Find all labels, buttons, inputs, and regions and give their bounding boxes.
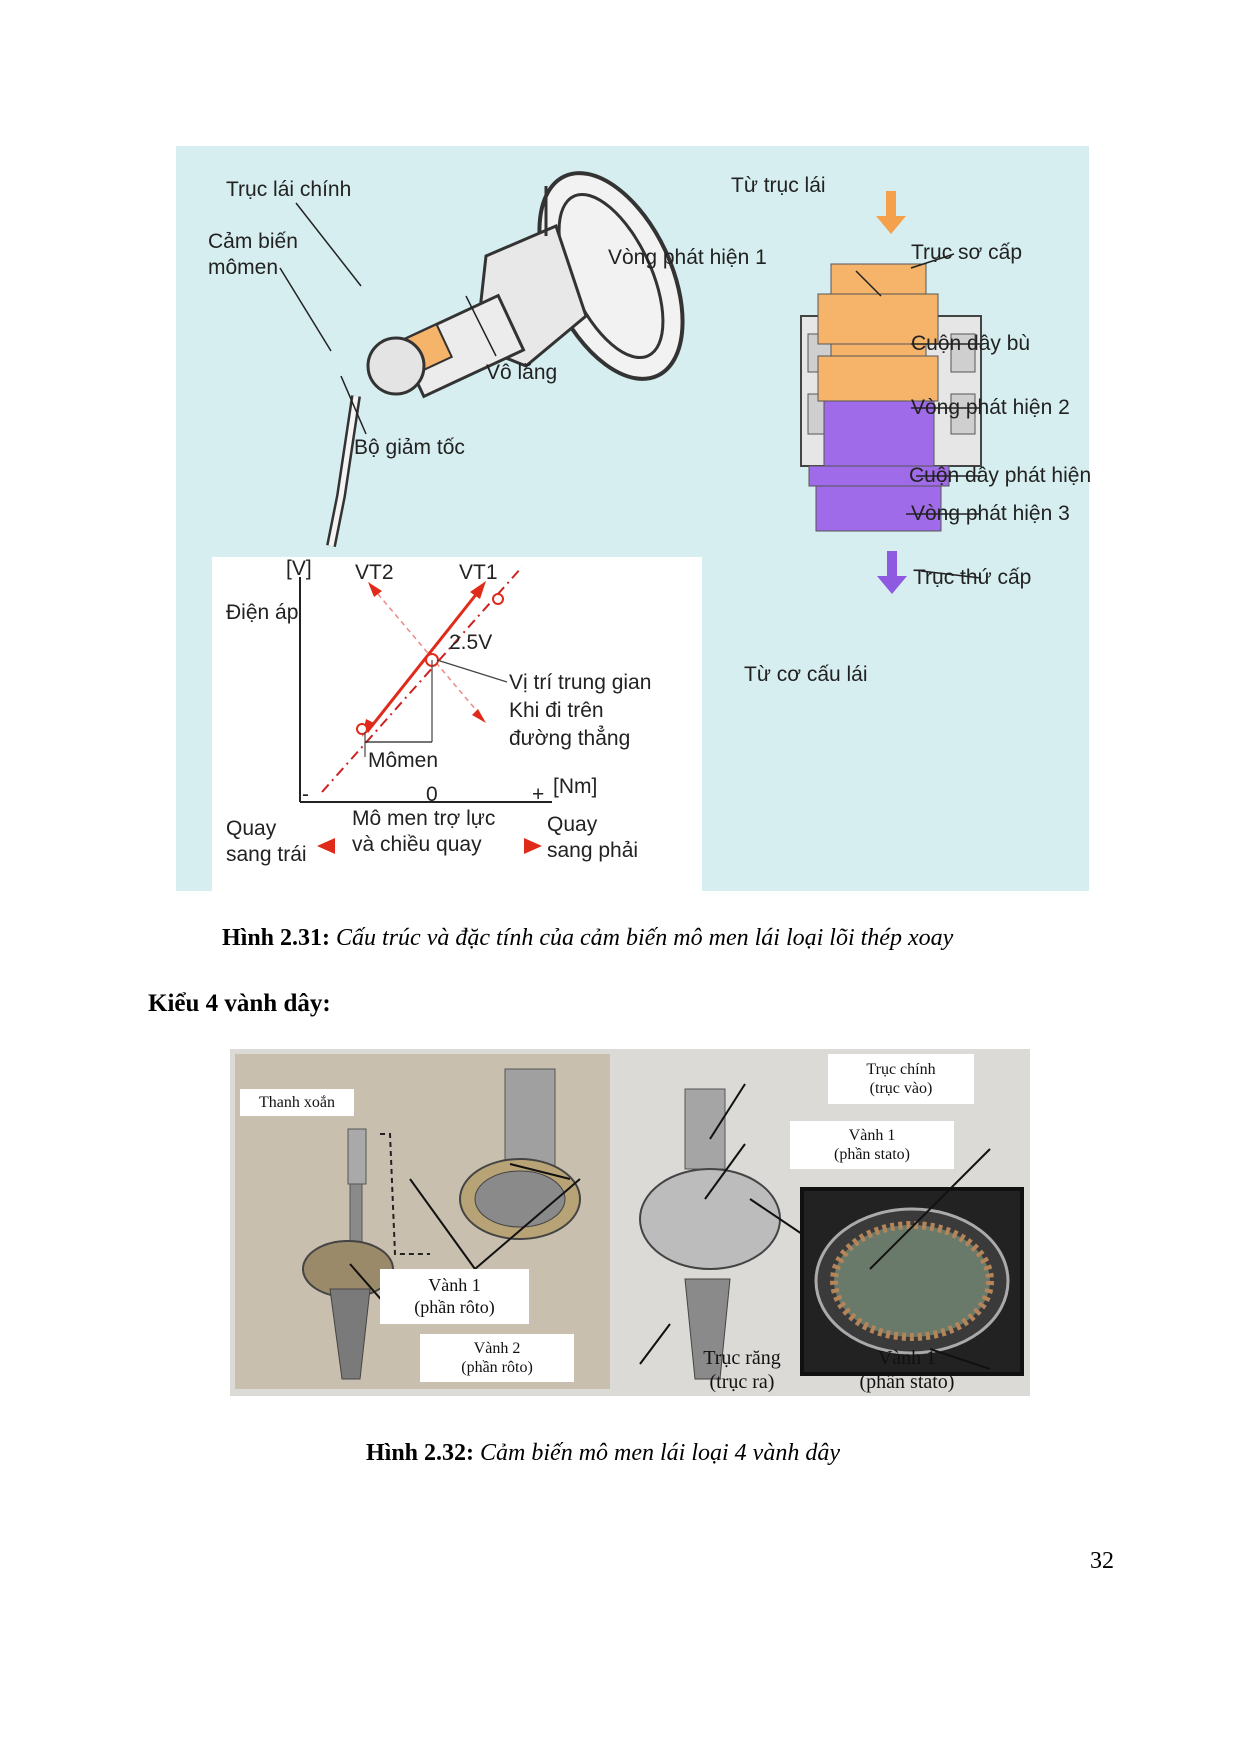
label-ring1-stator-b: Vành 1 (phần stato) bbox=[830, 1344, 984, 1396]
label-main-shaft-in-2: (trục vào) bbox=[869, 1080, 933, 1098]
graph-mid-voltage: 2.5V bbox=[449, 631, 493, 654]
caption-number: Hình 2.31: bbox=[222, 925, 331, 951]
figure-2-31: Trục lái chính Cảm biến mômen Vô lăng Bộ… bbox=[176, 146, 1092, 891]
label-detect-ring-2: Vòng phát hiện 2 bbox=[911, 396, 1070, 419]
label-torsion-bar: Thanh xoắn bbox=[240, 1089, 354, 1117]
label-ring2-rotor-2: (phần rôto) bbox=[461, 1359, 533, 1377]
label-ring1-stator: Vành 1 (phần stato) bbox=[790, 1121, 954, 1170]
label-detect-ring-3: Vòng phát hiện 3 bbox=[911, 502, 1070, 525]
graph-left-2: sang trái bbox=[226, 843, 307, 866]
steering-column-illustration bbox=[326, 171, 685, 547]
label-detect-ring-1: Vòng phát hiện 1 bbox=[608, 246, 767, 269]
graph-vt2: VT2 bbox=[355, 561, 394, 584]
graph-vt1: VT1 bbox=[459, 561, 498, 584]
graph-left-1: Quay bbox=[226, 817, 277, 840]
graph-neutral-1: Vị trí trung gian bbox=[509, 671, 652, 694]
label-ring2-rotor: Vành 2 (phần rôto) bbox=[420, 1334, 574, 1383]
label-torque-sensor: Cảm biến bbox=[208, 230, 298, 253]
graph-plot bbox=[299, 566, 552, 854]
graph-y-unit: [V] bbox=[286, 557, 312, 580]
graph-x-label-2: và chiều quay bbox=[352, 833, 482, 856]
graph-neutral-2: Khi đi trên bbox=[509, 699, 604, 722]
label-main-shaft: Trục lái chính bbox=[226, 178, 352, 201]
caption2-text: Cảm biến mô men lái loại 4 vành dây bbox=[480, 1440, 840, 1466]
label-torque-sensor-2: mômen bbox=[208, 256, 279, 279]
label-from-mechanism: Từ cơ cấu lái bbox=[744, 663, 868, 686]
label-detect-coil: Cuộn dây phát hiện bbox=[909, 464, 1092, 487]
graph-x-label-1: Mô men trợ lực bbox=[352, 807, 496, 830]
label-ring1-rotor: Vành 1 (phần rôto) bbox=[380, 1269, 529, 1325]
label-gear-shaft-2: (trục ra) bbox=[709, 1371, 775, 1393]
graph-right-1: Quay bbox=[547, 813, 598, 836]
figure-2-31-caption: Hình 2.31: Cấu trúc và đặc tính của cảm … bbox=[222, 925, 953, 952]
photo-components bbox=[302, 1068, 1024, 1380]
label-gear-shaft: Trục răng (trục ra) bbox=[670, 1344, 814, 1396]
label-ring1-stator-b-1: Vành 1 bbox=[877, 1347, 937, 1369]
caption-text: Cấu trúc và đặc tính của cảm biến mô men… bbox=[336, 925, 954, 951]
graph-torque: Mômen bbox=[368, 749, 439, 772]
graph-neutral-3: đường thẳng bbox=[509, 727, 631, 750]
graph-right-2: sang phải bbox=[547, 839, 639, 862]
label-main-shaft-in-1: Trục chính bbox=[866, 1061, 936, 1078]
label-reducer: Bộ giảm tốc bbox=[354, 436, 465, 459]
caption2-number: Hình 2.32: bbox=[366, 1440, 475, 1466]
figure-2-32: Thanh xoắn Trục chính (trục vào) Vành 1 … bbox=[230, 1049, 1030, 1396]
graph-zero: 0 bbox=[426, 783, 438, 806]
label-ring1-stator-b-2: (phần stato) bbox=[859, 1371, 955, 1393]
figure-2-32-caption: Hình 2.32: Cảm biến mô men lái loại 4 và… bbox=[366, 1440, 840, 1467]
label-ring1-stator-1: Vành 1 bbox=[848, 1127, 896, 1144]
leader-lines-left bbox=[279, 202, 497, 435]
characteristic-graph: [V] Điện áp VT2 VT1 2.5V Vị trí trung gi… bbox=[212, 557, 702, 891]
label-ring1-rotor-2: (phần rôto) bbox=[414, 1296, 495, 1317]
label-torsion-bar-text: Thanh xoắn bbox=[259, 1094, 335, 1111]
label-from-shaft: Từ trục lái bbox=[731, 174, 826, 197]
graph-plus: + bbox=[532, 783, 545, 806]
label-main-shaft-in: Trục chính (trục vào) bbox=[828, 1054, 974, 1105]
leader-lines-right bbox=[855, 253, 982, 579]
graph-minus: - bbox=[302, 783, 309, 806]
graph-x-unit: [Nm] bbox=[553, 775, 598, 798]
sensor-structure-drawing bbox=[800, 191, 982, 594]
graph-y-label: Điện áp bbox=[226, 601, 299, 624]
label-ring1-rotor-1: Vành 1 bbox=[428, 1275, 481, 1295]
label-ring2-rotor-1: Vành 2 bbox=[473, 1340, 521, 1357]
page-number: 32 bbox=[1090, 1548, 1114, 1574]
section-heading: Kiểu 4 vành dây: bbox=[148, 990, 331, 1017]
label-ring1-stator-2: (phần stato) bbox=[834, 1146, 910, 1164]
label-gear-shaft-1: Trục răng bbox=[703, 1347, 781, 1369]
label-steering-wheel: Vô lăng bbox=[486, 361, 558, 384]
